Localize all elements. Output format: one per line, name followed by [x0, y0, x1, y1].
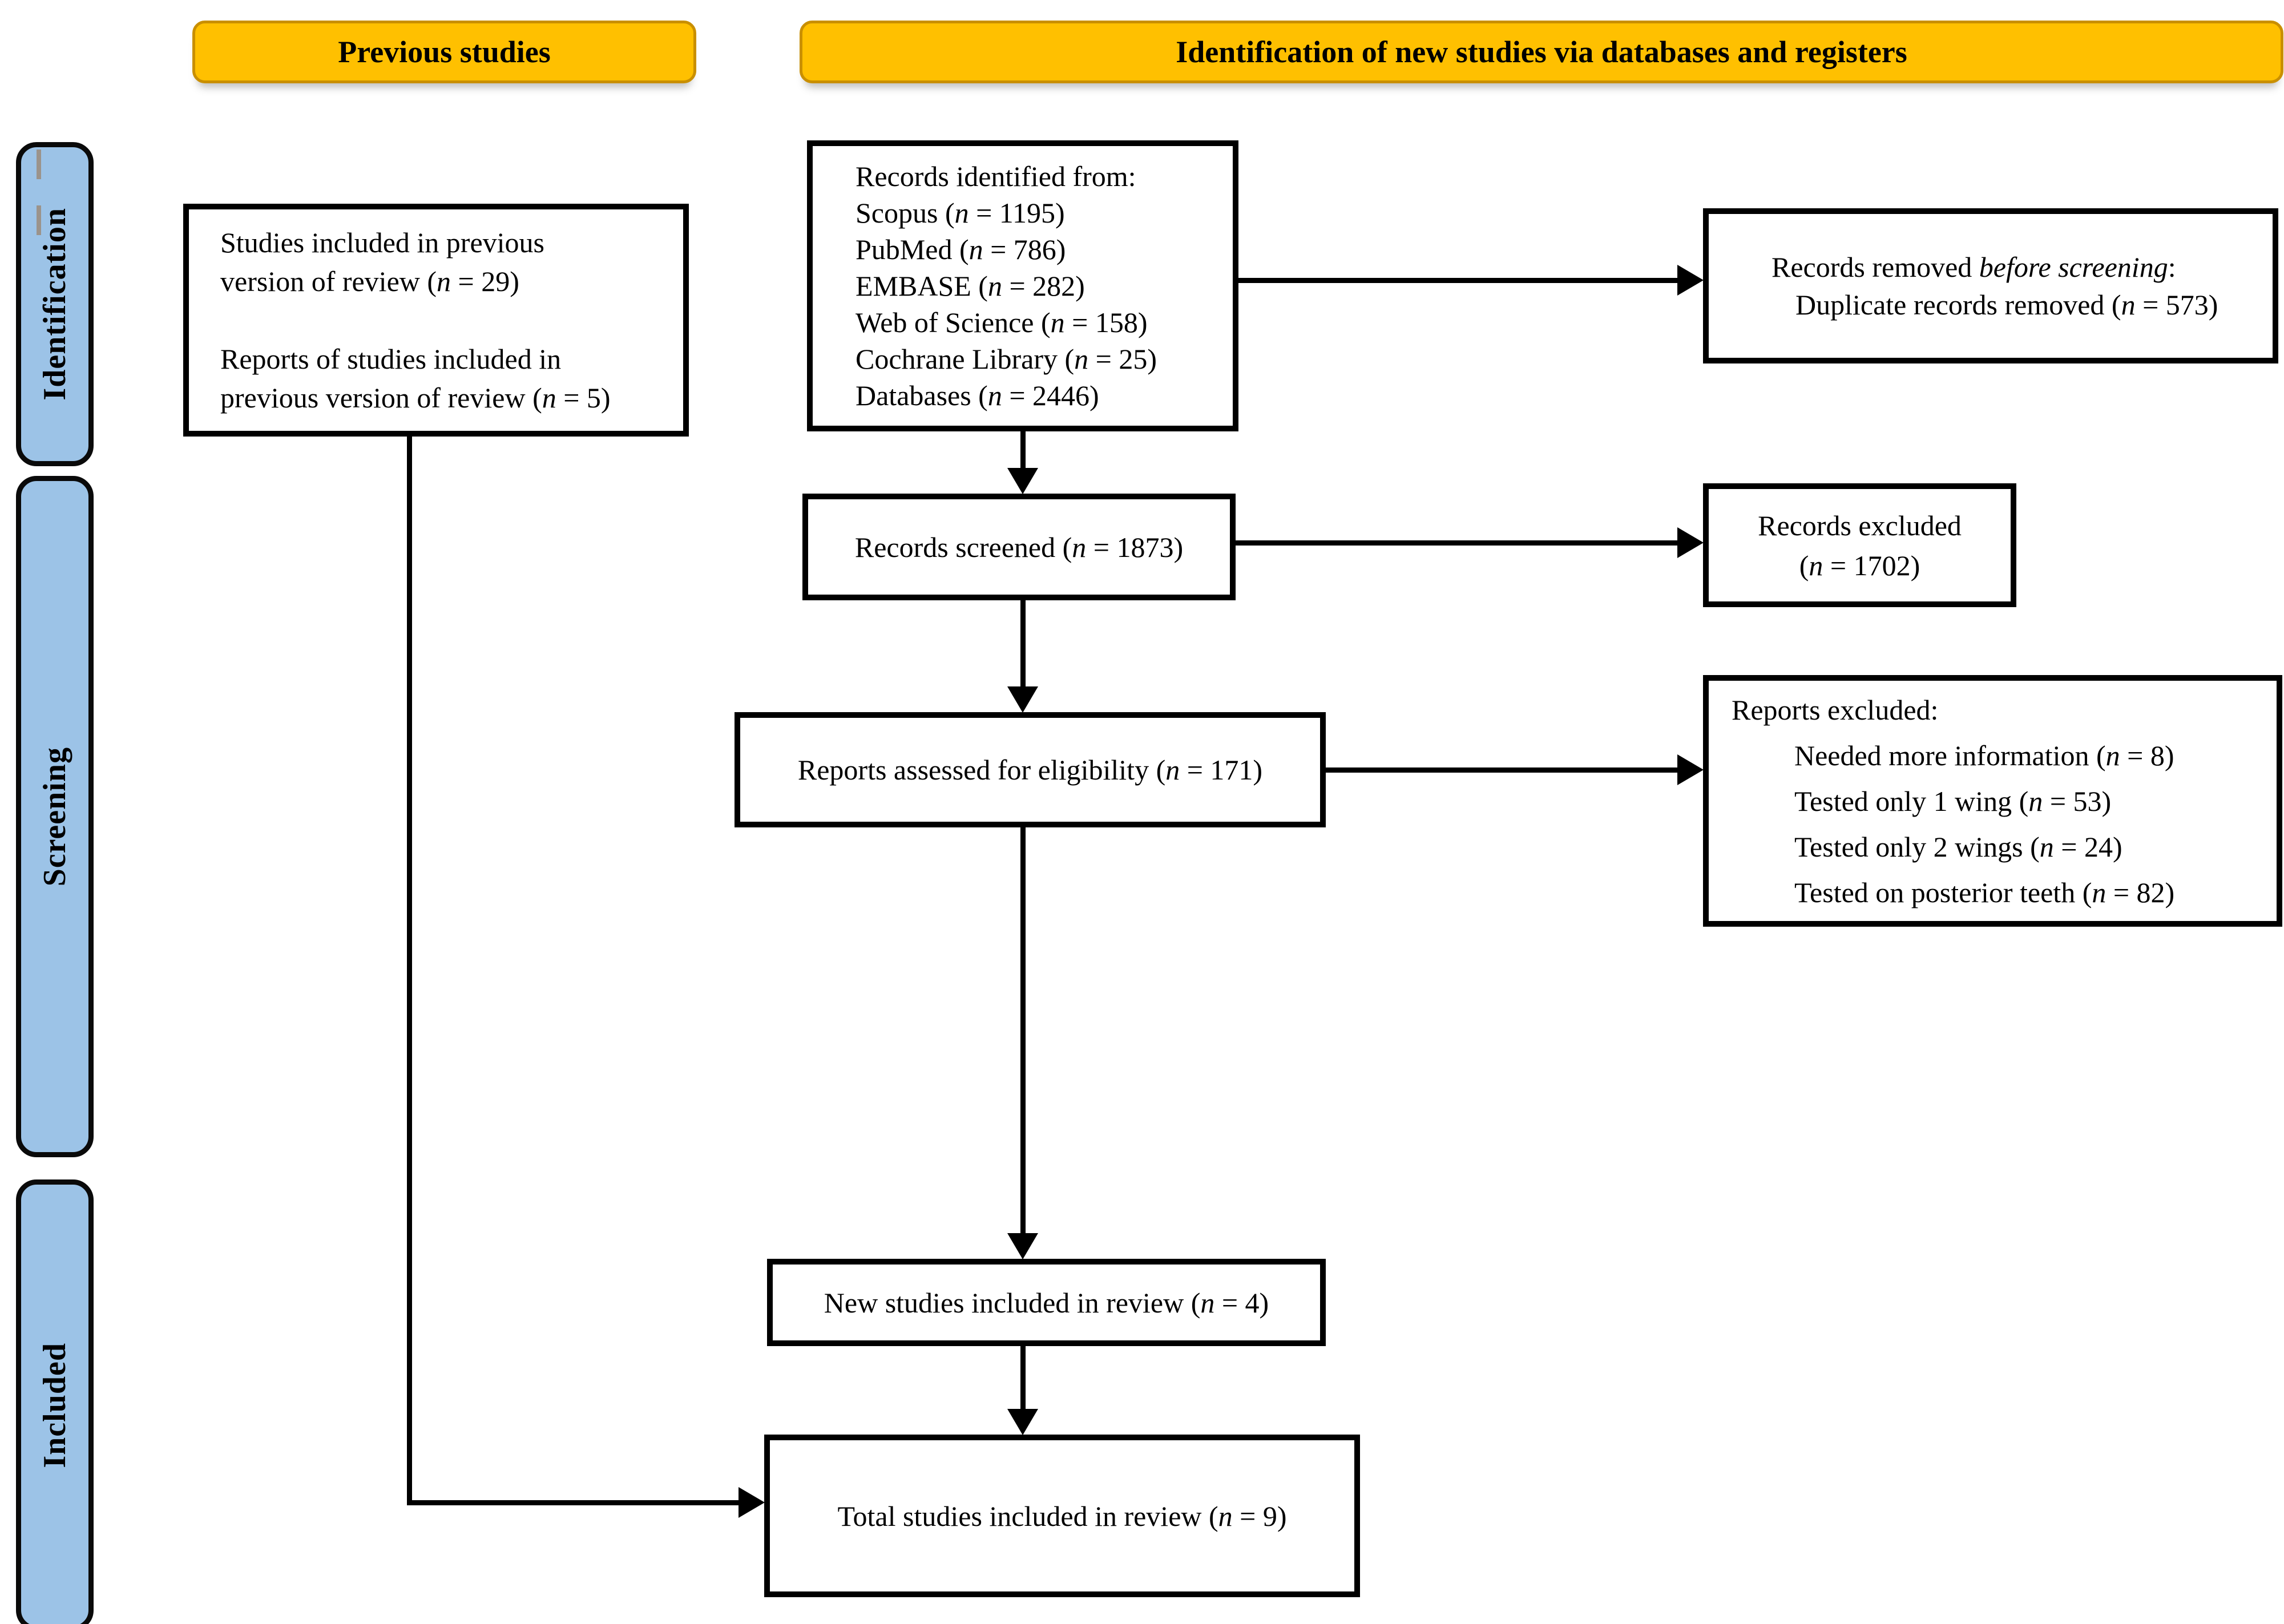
previous-studies-box: Studies included in previous version of … [183, 204, 689, 437]
records-identified-box: Records identified from: Scopus (n = 119… [807, 140, 1238, 431]
previous-studies-header: Previous studies [192, 21, 696, 83]
text-line: PubMed (n = 786) [856, 233, 1066, 265]
identification-header-label: Identification of new studies via databa… [1176, 35, 1907, 69]
reports-excluded-box: Reports excluded: Needed more informatio… [1703, 675, 2282, 927]
arrow-assessed-to-new-line [1020, 827, 1026, 1237]
text-line: Cochrane Library (n = 25) [856, 343, 1157, 375]
text-line: previous version of review (n = 5) [220, 382, 611, 414]
text-line: Total studies included in review (n = 9) [837, 1500, 1287, 1532]
text-line: (n = 1702) [1799, 549, 1920, 581]
text-line: Reports excluded: [1732, 693, 1939, 726]
text-line: version of review (n = 29) [220, 265, 519, 297]
text-line: Web of Science (n = 158) [856, 306, 1148, 338]
text-line: Reports of studies included in [220, 343, 562, 375]
arrow-screened-to-assessed-line [1020, 600, 1026, 690]
stage-screening-label: Screening [37, 746, 72, 887]
text-line: Reports assessed for eligibility (n = 17… [797, 754, 1263, 786]
text-line: Tested on posterior teeth (n = 82) [1794, 876, 2175, 908]
arrow-previous-to-total-hline [407, 1500, 741, 1505]
arrow-identified-to-screened-head [1007, 468, 1038, 494]
text-line: New studies included in review (n = 4) [824, 1286, 1269, 1319]
records-excluded-box: Records excluded (n = 1702) [1703, 483, 2016, 607]
text-line: Records removed before screening: [1771, 251, 2176, 283]
text-line: Records screened (n = 1873) [854, 531, 1184, 563]
text-line: Studies included in previous [220, 227, 544, 258]
arrow-previous-to-total-vline [407, 434, 412, 1505]
reports-assessed-box: Reports assessed for eligibility (n = 17… [735, 712, 1326, 827]
text-line: Needed more information (n = 8) [1794, 739, 2174, 771]
previous-studies-header-label: Previous studies [338, 35, 551, 69]
artifact-mark [37, 150, 41, 179]
arrow-identified-to-removed-head [1677, 265, 1704, 296]
identification-header: Identification of new studies via databa… [800, 21, 2283, 83]
text-line: Tested only 1 wing (n = 53) [1794, 785, 2112, 817]
text-line: Duplicate records removed (n = 573) [1795, 289, 2218, 321]
artifact-mark [37, 205, 41, 235]
arrow-identified-to-screened-line [1020, 431, 1026, 471]
records-screened-box: Records screened (n = 1873) [802, 494, 1236, 600]
arrow-screened-to-excluded-head [1677, 527, 1704, 558]
text-line: Tested only 2 wings (n = 24) [1794, 830, 2122, 863]
text-line [220, 301, 683, 340]
arrow-new-to-total-head [1007, 1409, 1038, 1435]
arrow-identified-to-removed-line [1238, 278, 1681, 283]
arrow-new-to-total-line [1020, 1346, 1026, 1413]
arrow-previous-to-total-head [739, 1487, 765, 1518]
arrow-assessed-to-new-head [1007, 1233, 1038, 1259]
text-line: Databases (n = 2446) [856, 379, 1099, 411]
text-line: EMBASE (n = 282) [856, 270, 1085, 302]
total-studies-box: Total studies included in review (n = 9) [764, 1435, 1360, 1597]
text-line: Records identified from: [856, 160, 1136, 192]
arrow-assessed-to-excluded-head [1677, 754, 1704, 785]
new-studies-box: New studies included in review (n = 4) [767, 1259, 1326, 1346]
arrow-assessed-to-excluded-line [1326, 767, 1681, 773]
records-removed-box: Records removed before screening: Duplic… [1703, 208, 2278, 363]
stage-identification-label: Identification [37, 208, 72, 401]
text-line: Scopus (n = 1195) [856, 197, 1065, 229]
stage-included-label: Included [37, 1342, 72, 1468]
text-line: Records excluded [1758, 509, 1962, 542]
stage-identification: Identification [16, 142, 94, 466]
arrow-screened-to-assessed-head [1007, 686, 1038, 713]
arrow-screened-to-excluded-line [1236, 540, 1681, 546]
stage-included: Included [16, 1179, 94, 1624]
stage-screening: Screening [16, 476, 94, 1157]
